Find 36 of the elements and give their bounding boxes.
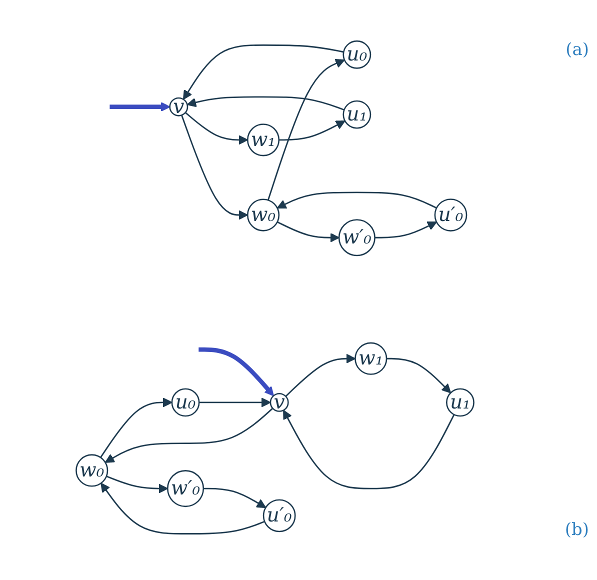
node-circle: u′₀ [262, 499, 296, 532]
node-circle: w₁ [246, 124, 280, 156]
arrow [278, 120, 346, 141]
arrow [106, 476, 168, 494]
arrow [276, 192, 437, 209]
arrow [285, 354, 356, 397]
panel-label: (a) [566, 40, 589, 60]
arrow [100, 398, 172, 458]
node-circle: w′₀ [166, 470, 204, 508]
arrow [267, 58, 345, 200]
node-circle: w₀ [76, 454, 108, 487]
arrow [203, 488, 266, 508]
node-circle: w₀ [246, 198, 280, 232]
arrow [276, 221, 340, 242]
node-circle: w₁ [354, 342, 388, 375]
arrow [180, 114, 248, 220]
arrow [283, 410, 455, 490]
arrow [100, 482, 265, 534]
node-circle: v [270, 392, 289, 412]
node-circle: u₀ [171, 388, 200, 417]
arrow [186, 96, 344, 111]
arrow [199, 398, 271, 408]
arrow [198, 347, 274, 396]
node-circle: u₀ [342, 40, 372, 69]
node-circle: u′₀ [434, 198, 468, 232]
arrow [104, 408, 274, 463]
node-circle: v [169, 97, 188, 116]
arrow [110, 102, 170, 112]
arrow [374, 222, 437, 238]
node-circle: w′₀ [338, 219, 376, 256]
arrow [386, 358, 452, 394]
arrow [184, 112, 248, 145]
node-circle: u₁ [446, 388, 474, 417]
arrow [182, 44, 344, 100]
node-circle: u₁ [342, 100, 372, 129]
panel-label: (b) [564, 520, 589, 540]
